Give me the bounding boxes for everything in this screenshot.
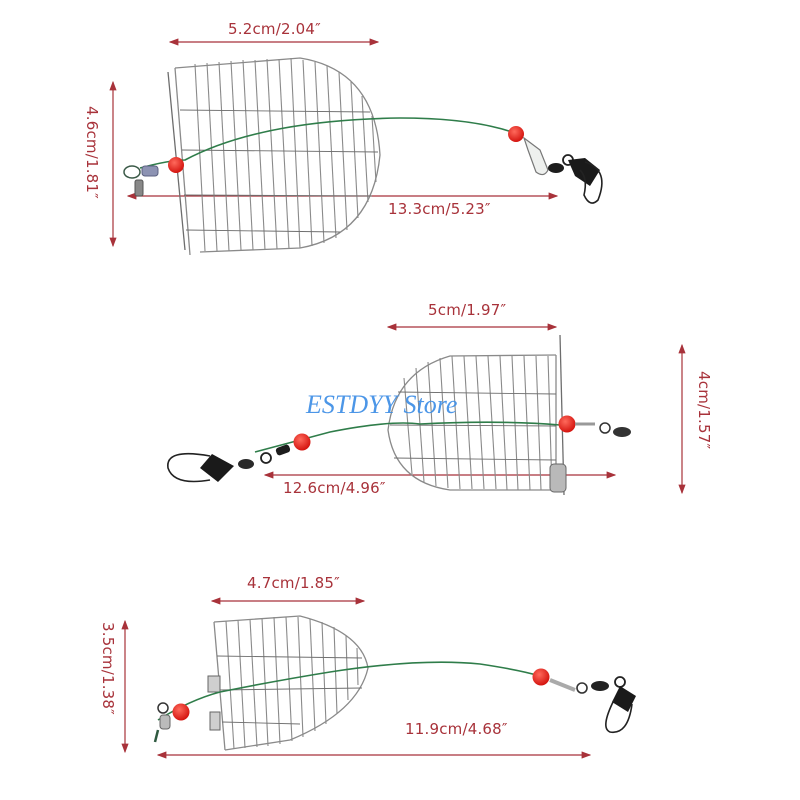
snap-swivel-icon — [522, 136, 603, 204]
leader-line — [157, 661, 541, 721]
feeder-medium-length-label: 12.6cm/4.96″ — [283, 479, 386, 497]
swivel-icon — [123, 165, 159, 197]
swivel-icon — [575, 422, 631, 437]
swivel-icon — [153, 702, 171, 743]
feeder-medium-width-label: 5cm/1.97″ — [428, 301, 507, 319]
wire-cage — [167, 57, 381, 256]
weight-icon — [549, 463, 567, 493]
red-bead-icon — [293, 433, 311, 451]
feeder-small — [121, 597, 636, 759]
feeder-large-width-label: 5.2cm/2.04″ — [228, 20, 321, 38]
feeder-large-length-label: 13.3cm/5.23″ — [388, 200, 491, 218]
snap-swivel-icon — [167, 444, 291, 483]
feeder-large-height-label: 4.6cm/1.81″ — [83, 106, 101, 199]
wire-cage — [213, 615, 369, 751]
feeder-medium-height-label: 4cm/1.57″ — [695, 371, 713, 450]
feeder-large — [109, 38, 603, 256]
feeder-small-width-label: 4.7cm/1.85″ — [247, 574, 340, 592]
store-watermark: ESTDYY Store — [306, 390, 458, 419]
red-bead-icon — [558, 415, 576, 433]
snap-swivel-icon — [549, 676, 636, 734]
leader-line — [139, 117, 513, 169]
feeder-medium — [167, 323, 686, 496]
red-bead-icon — [532, 668, 550, 686]
feeder-small-height-label: 3.5cm/1.38″ — [99, 622, 117, 715]
red-bead-icon — [168, 157, 184, 173]
red-bead-icon — [508, 126, 524, 142]
red-bead-icon — [172, 703, 190, 721]
feeder-small-length-label: 11.9cm/4.68″ — [405, 720, 508, 738]
spring-icon — [207, 675, 221, 731]
